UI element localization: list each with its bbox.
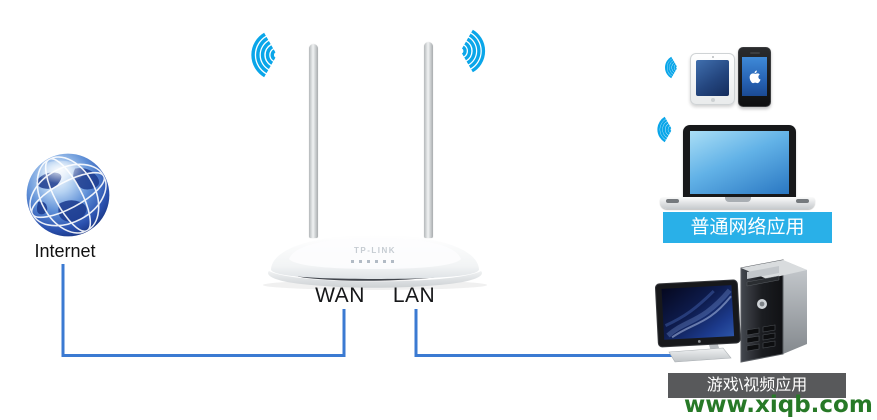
internet-globe-icon [26,153,110,237]
wifi-signal-icon [655,116,675,143]
phone-speaker [749,52,760,54]
smartphone-icon [738,47,771,107]
wifi-signal-icon [247,31,282,79]
router-brand-label: TP-LINK [354,246,396,255]
lan-cable [414,309,701,357]
tablet-screen [696,60,729,96]
wan-cable [61,264,346,357]
lan-port-label: LAN [392,284,436,307]
desktop-computer-icon [655,259,807,363]
wan-port-label: WAN [315,284,365,307]
phone-screen [742,57,767,96]
keyboard [668,347,732,363]
tablet-icon [690,53,735,105]
game-video-apps-banner: 游戏\视频应用 [668,373,846,398]
apple-logo-icon [749,70,761,83]
laptop-screen [690,131,789,194]
laptop-hinge-right [796,199,809,203]
laptop-base [660,197,815,209]
tablet-camera-dot [711,56,714,58]
wifi-signal-icon [455,28,490,74]
internet-label: Internet [34,241,96,261]
router-antenna-left [309,44,318,238]
wireless-router-image: TP-LINK [263,235,487,290]
laptop-icon [683,125,796,199]
router-antenna-right [424,42,433,238]
monitor [655,279,741,355]
tablet-home-button [710,98,715,102]
normal-apps-banner: 普通网络应用 [663,212,832,243]
laptop-latch [724,197,751,202]
site-watermark: www.xiqb.com [684,392,873,418]
tower-case [740,259,807,363]
router-led-lights [351,260,394,263]
laptop-hinge-left [666,199,679,203]
wifi-signal-icon [663,56,680,79]
